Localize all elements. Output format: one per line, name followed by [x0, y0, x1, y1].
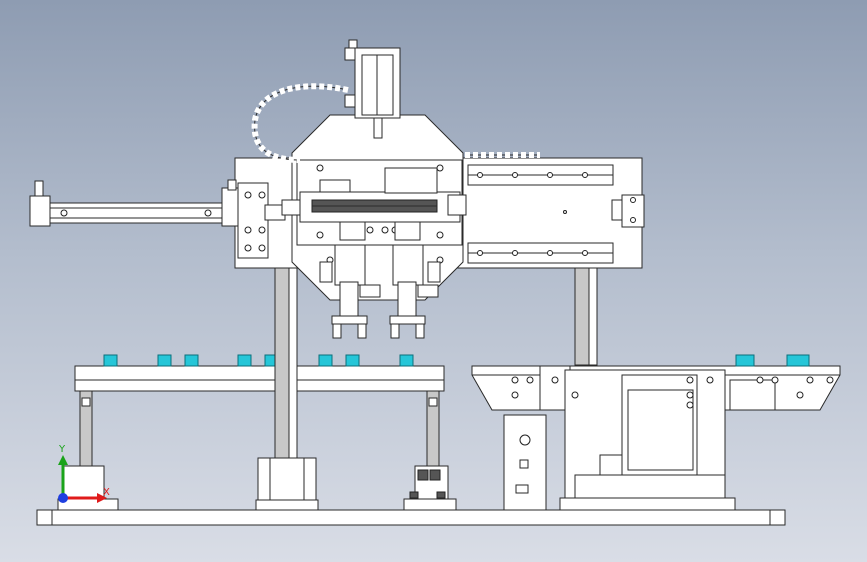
gripper-heads: [319, 244, 441, 339]
z-axis-slide: [344, 39, 401, 139]
x-axis-label: X: [103, 487, 110, 498]
beam-left-bracket: [237, 182, 286, 259]
cable-drag-chain: [251, 83, 540, 163]
z-axis-dot: [58, 493, 68, 503]
coordinate-triad: Y X: [58, 444, 110, 503]
base-plate: [36, 509, 786, 526]
horizontal-cylinder: [29, 179, 246, 227]
left-table: [57, 354, 457, 511]
y-axis-label: Y: [58, 444, 66, 455]
gantry-columns: [255, 264, 598, 511]
right-station: [471, 354, 841, 511]
